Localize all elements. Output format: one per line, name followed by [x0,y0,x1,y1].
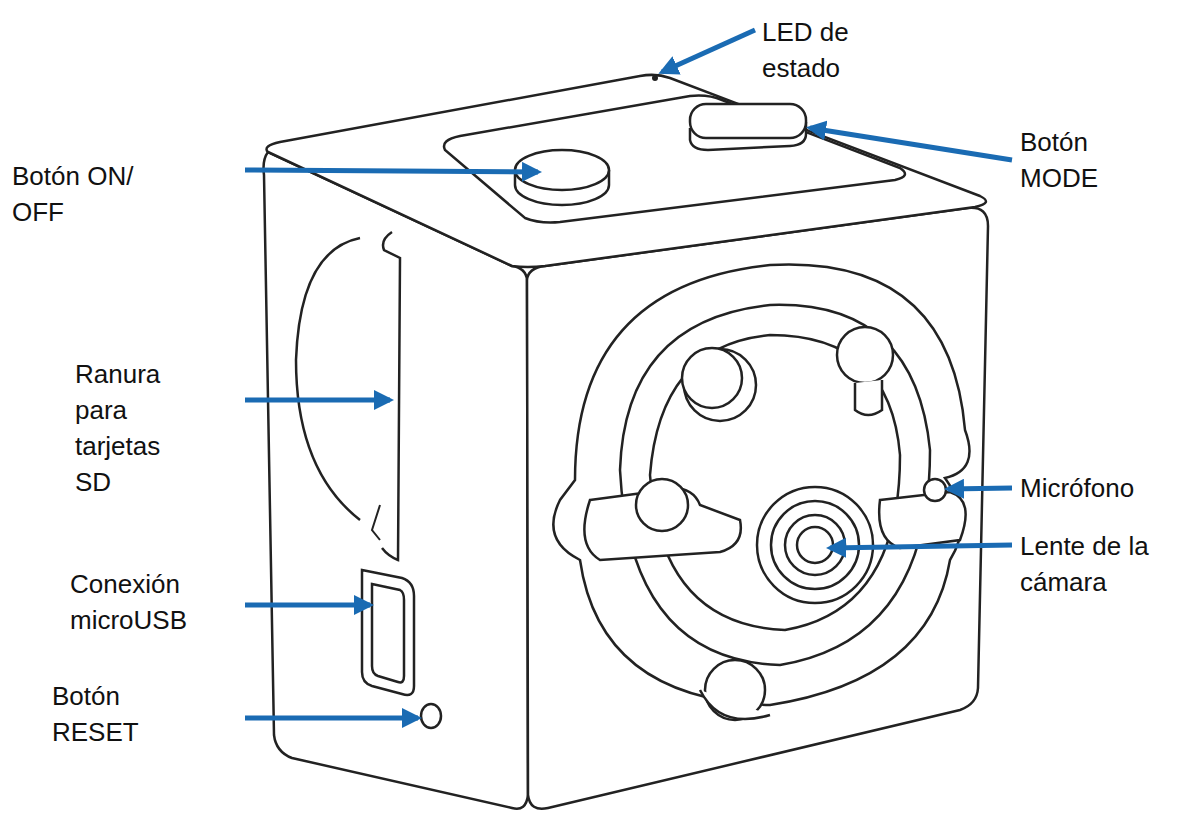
sd-slot-mark [372,505,380,540]
sd-slot [382,232,400,560]
reset-button [421,704,441,728]
leader-arrows [245,30,1012,718]
leader-led [662,30,755,72]
leader-mic [948,488,1012,489]
lens-assembly [553,264,969,720]
status-led [652,75,658,81]
part-label: Ranura para tarjetas SD [75,356,187,500]
mode-button [690,104,806,150]
part-label: Botón MODE [1020,124,1140,196]
leader-usb [245,603,370,608]
part-label: Lente de la cámara [1020,528,1192,600]
part-label: Conexión microUSB [70,566,220,638]
leader-power [245,170,538,172]
microphone [924,479,946,501]
part-label: LED de estado [762,14,882,86]
leader-sd [245,398,390,403]
side-recess [296,238,360,520]
power-button [515,150,609,205]
microusb-port [362,570,414,695]
part-label: Micrófono [1020,470,1190,506]
part-label: Botón ON/ OFF [12,158,152,230]
leader-reset [245,716,418,721]
top-plate [444,96,905,223]
leader-lens [830,545,1012,548]
part-label: Botón RESET [52,678,164,750]
leader-mode [810,128,1012,160]
camera-body [264,75,989,809]
